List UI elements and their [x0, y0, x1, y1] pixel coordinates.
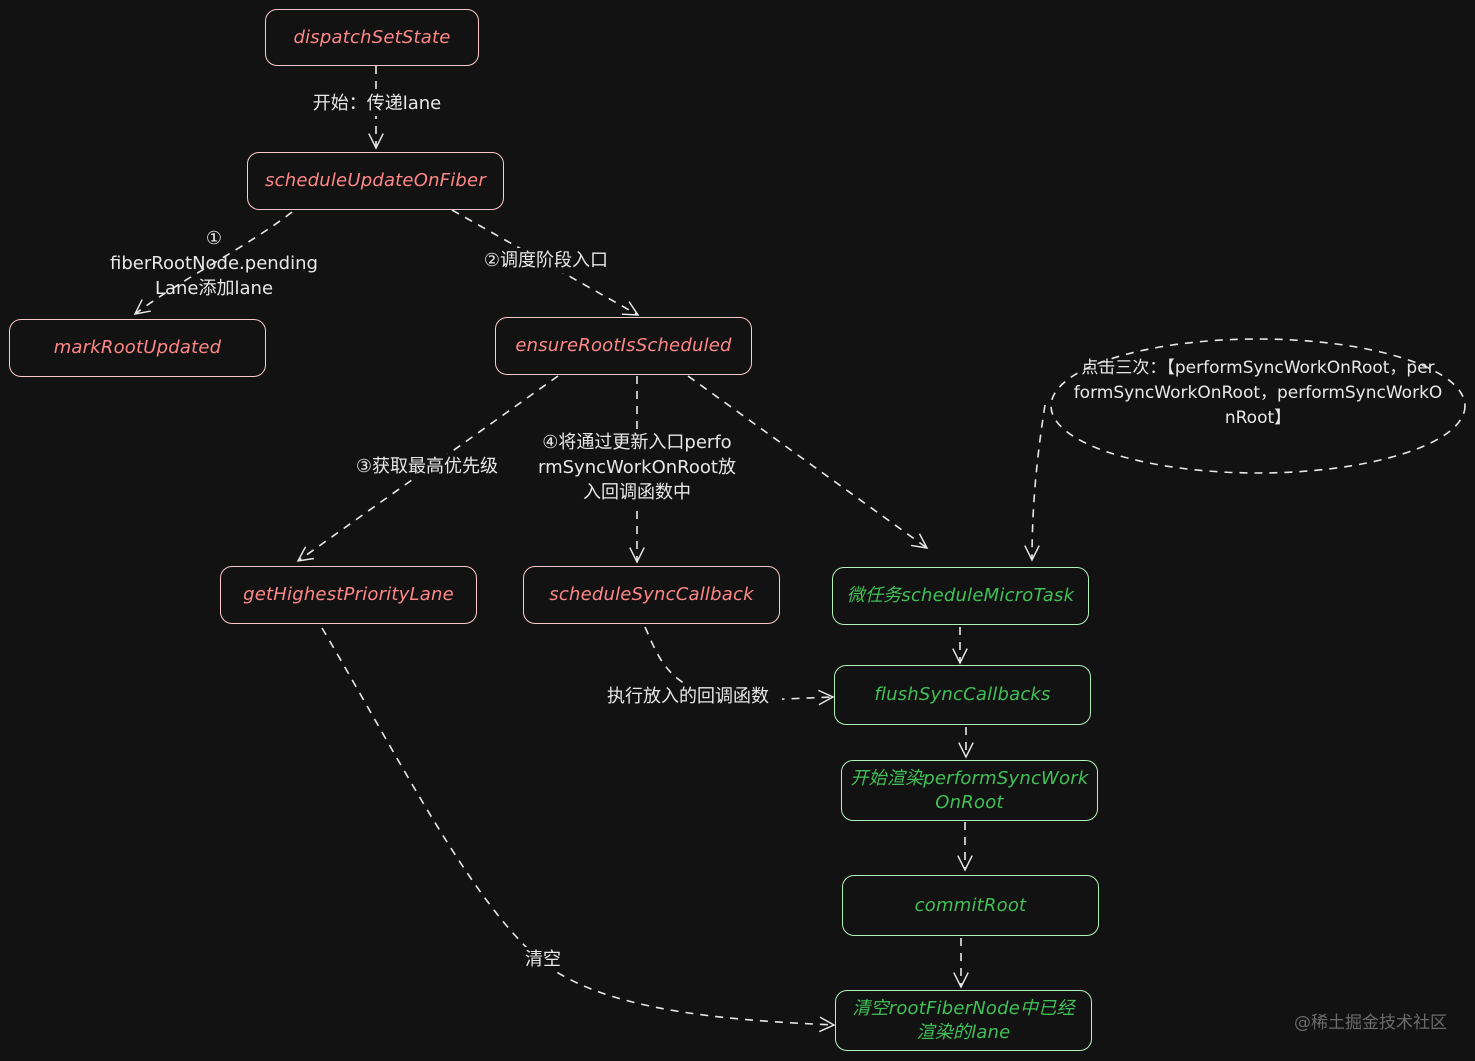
node-commit-root[interactable]: commitRoot [842, 875, 1099, 936]
edge-ensure-to-microtask [687, 375, 929, 549]
edge-label-step3: ③获取最高优先级 [344, 454, 510, 479]
node-schedule-update-on-fiber[interactable]: scheduleUpdateOnFiber [247, 152, 504, 210]
edge-annotation-to-microtask [1024, 404, 1046, 562]
edge-label-step1: ① fiberRootNode.pending Lane添加lane [110, 228, 318, 299]
node-dispatch-set-state[interactable]: dispatchSetState [265, 9, 479, 66]
watermark: @稀土掘金技术社区 [1294, 1013, 1447, 1033]
edge-label-clear: 清空 [518, 947, 568, 972]
node-get-highest-priority-lane[interactable]: getHighestPriorityLane [220, 566, 477, 624]
edge-label-start: 开始：传递lane [305, 91, 449, 116]
edge-schedule-to-markroot [133, 211, 293, 315]
node-clear-rendered-lane[interactable]: 清空rootFiberNode中已经 渲染的lane [835, 990, 1092, 1051]
node-mark-root-updated[interactable]: markRootUpdated [9, 319, 266, 377]
edge-label-step4: ④将通过更新入口perfo rmSyncWorkOnRoot放 入回调函数中 [527, 430, 747, 505]
annotation-text: 点击三次：【performSyncWorkOnRoot，per formSync… [1073, 358, 1443, 428]
node-ensure-root-is-scheduled[interactable]: ensureRootIsScheduled [495, 317, 752, 375]
node-schedule-micro-task[interactable]: 微任务scheduleMicroTask [832, 567, 1089, 625]
node-perform-sync-work-on-root[interactable]: 开始渲染performSyncWork OnRoot [841, 760, 1098, 821]
node-flush-sync-callbacks[interactable]: flushSyncCallbacks [834, 665, 1091, 725]
edge-label-step2: ②调度阶段入口 [474, 248, 618, 273]
annotation-ellipse [1050, 338, 1466, 474]
edge-label-execute: 执行放入的回调函数 [594, 684, 782, 709]
node-schedule-sync-callback[interactable]: scheduleSyncCallback [523, 566, 780, 624]
